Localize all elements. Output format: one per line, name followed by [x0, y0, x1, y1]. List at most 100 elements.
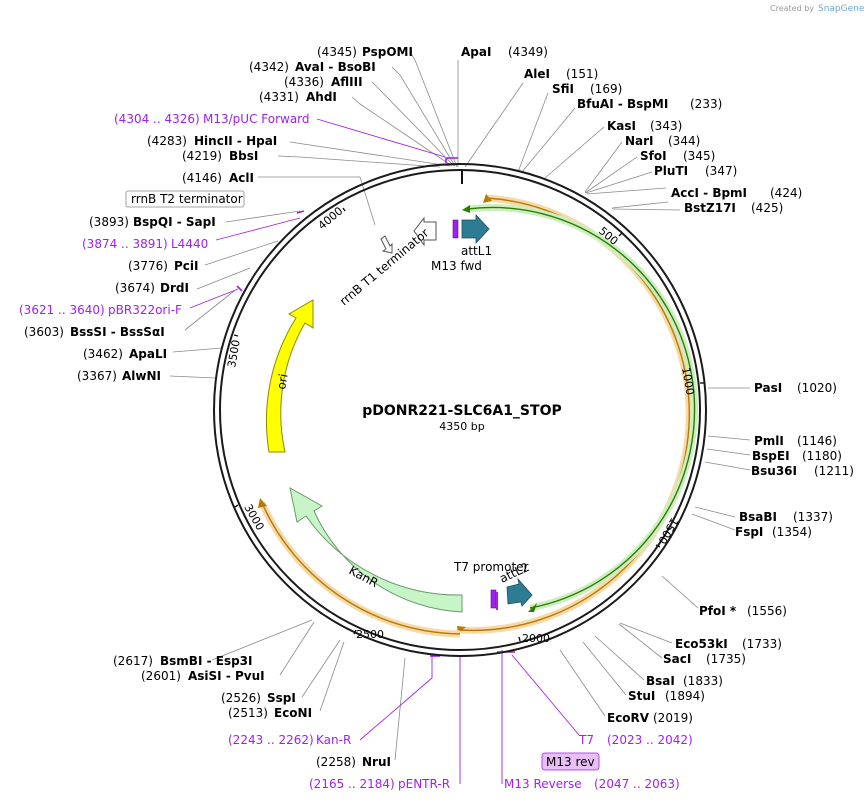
site-econi-pos: (2513)	[228, 706, 268, 720]
plasmid-name: pDONR221-SLC6A1_STOP	[362, 403, 561, 419]
site-bsai: BsaI	[646, 674, 675, 688]
sites-right: ApaI (4349) AleI (151) SfiI (169) BfuAI …	[461, 45, 854, 725]
site-saci-pos: (1735)	[706, 652, 746, 666]
primer-m13puc-range: (4304 .. 4326)	[114, 112, 200, 126]
site-afliii: AflIII	[331, 75, 363, 89]
site-bsmbi-pos: (2617)	[113, 654, 153, 668]
site-avai: AvaI - BsoBI	[295, 60, 376, 74]
site-sfoi: SfoI	[640, 149, 667, 163]
site-drdi-pos: (3674)	[115, 281, 155, 295]
tick-3500: 3500	[225, 339, 243, 369]
credit-prefix: Created by	[770, 4, 814, 13]
attl2-purple-mark	[490, 589, 497, 609]
primer-pentr-range: (2165 .. 2184)	[309, 777, 395, 791]
site-nrui: NruI	[362, 755, 391, 769]
site-pasi-pos: (1020)	[797, 381, 837, 395]
site-pluti: PluTI	[654, 164, 688, 178]
gene-arc-left	[258, 498, 461, 638]
feature-m13fwd-label: M13 fwd	[431, 259, 482, 273]
site-bsabi-pos: (1337)	[793, 510, 833, 524]
site-bsai-pos: (1833)	[683, 674, 723, 688]
site-pcii: PciI	[174, 259, 199, 273]
kanr-arrow	[289, 487, 463, 613]
primer-kanr-range: (2243 .. 2262)	[228, 733, 314, 747]
primer-l4440-range: (3874 .. 3891)	[82, 237, 168, 251]
site-pspomi-pos: (4345)	[317, 45, 357, 59]
rrnb-t2-box	[125, 190, 245, 208]
site-pcii-pos: (3776)	[128, 259, 168, 273]
site-sfoi-pos: (345)	[683, 149, 715, 163]
site-ecorv: EcoRV	[607, 711, 650, 725]
primer-t7-name: T7	[578, 733, 594, 747]
site-bsabi: BsaBI	[739, 510, 777, 524]
backbone-outer	[213, 163, 707, 657]
site-bfuai-pos: (233)	[690, 97, 722, 111]
site-acci-pos: (424)	[770, 186, 802, 200]
site-econi: EcoNI	[274, 706, 312, 720]
feature-attl1-label: attL1	[461, 244, 492, 258]
attl1-purple-mark	[452, 219, 459, 239]
site-nari-pos: (344)	[668, 134, 700, 148]
site-bspqi: BspQI - SapI	[133, 215, 216, 229]
primer-m13rev-name: M13 Reverse	[504, 777, 582, 791]
site-apali: ApaLI	[129, 347, 167, 361]
site-ahdi-pos: (4331)	[259, 90, 299, 104]
site-alei: AleI	[524, 67, 550, 81]
site-stui: StuI	[628, 689, 655, 703]
feature-kanr-label: KanR	[347, 563, 381, 590]
primer-pbr322-range: (3621 .. 3640)	[19, 303, 105, 317]
feature-ori-label: ori	[274, 373, 290, 391]
site-bsssi: BssSI - BssSαI	[70, 325, 165, 339]
site-sfii: SfiI	[552, 82, 574, 96]
site-bfuai: BfuAI - BspMI	[577, 97, 668, 111]
site-pspomi: PspOMI	[362, 45, 413, 59]
site-drdi: DrdI	[160, 281, 189, 295]
site-ahdi: AhdI	[306, 90, 337, 104]
tick-1000: 1000	[679, 366, 697, 396]
site-apai: ApaI	[461, 45, 491, 59]
site-apali-pos: (3462)	[83, 347, 123, 361]
site-bstz17i: BstZ17I	[684, 201, 736, 215]
site-saci: SacI	[663, 652, 691, 666]
site-fspi: FspI	[735, 525, 763, 539]
backbone-inner	[219, 169, 701, 651]
site-bstz17i-pos: (425)	[751, 201, 783, 215]
m13rev-box-label: M13 rev	[546, 755, 595, 769]
site-pmli: PmlI	[754, 434, 784, 448]
site-bbsi: BbsI	[229, 149, 258, 163]
site-pluti-pos: (347)	[705, 164, 737, 178]
site-bsu36i-pos: (1211)	[814, 464, 854, 478]
site-hincii: HincII - HpaI	[194, 134, 277, 148]
backbone-ticks	[233, 207, 704, 642]
site-asisi: AsiSI - PvuI	[188, 669, 265, 683]
snapgene-logo: SnapGene	[818, 4, 865, 14]
site-kasi-pos: (343)	[650, 119, 682, 133]
feature-rrnb-t2-label: rrnB T2 terminator	[131, 192, 243, 206]
site-alei-pos: (151)	[566, 67, 598, 81]
m13rev-box	[541, 752, 600, 771]
site-ecorv-pos: (2019)	[653, 711, 693, 725]
site-nari: NarI	[625, 134, 654, 148]
site-kasi: KasI	[607, 119, 636, 133]
site-stui-pos: (1894)	[665, 689, 705, 703]
site-sspi: SspI	[267, 691, 296, 705]
primer-m13puc-name: M13/pUC Forward	[203, 112, 310, 126]
site-acli: AclI	[229, 171, 254, 185]
site-bspqi-pos: (3893)	[89, 215, 129, 229]
rrnb-t2-arrow	[380, 235, 393, 254]
rrnb-t1-arrow	[413, 216, 437, 247]
site-acci: AccI - BpmI	[671, 186, 747, 200]
leader-lines	[169, 51, 751, 761]
ori-arrow	[265, 299, 314, 453]
tick-2500: 2500	[356, 628, 384, 641]
primer-pbr322-name: pBR322ori-F	[108, 303, 182, 317]
site-sfii-pos: (169)	[590, 82, 622, 96]
site-asisi-pos: (2601)	[141, 669, 181, 683]
site-avai-pos: (4342)	[249, 60, 289, 74]
site-alwni-pos: (3367)	[77, 369, 117, 383]
site-nrui-pos: (2258)	[316, 755, 356, 769]
primer-m13rev-range: (2047 .. 2063)	[594, 777, 680, 791]
site-pfoi: PfoI *	[699, 604, 737, 618]
site-acli-pos: (4146)	[182, 171, 222, 185]
